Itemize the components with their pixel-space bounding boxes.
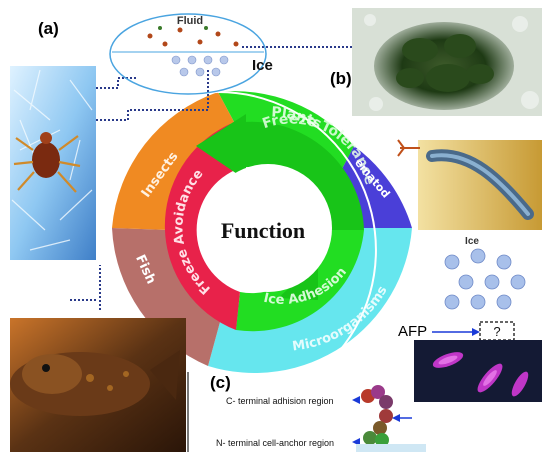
bacteria-photo [414,340,542,402]
center-title: Function [221,218,305,243]
dotted-connectors [70,46,352,310]
nematode-photo [418,140,542,230]
ice-label-micro: Ice [465,236,479,247]
cell-membrane [356,444,426,452]
snowflake-icons [444,248,526,310]
outer-segment-fish [112,228,226,366]
ice-label-insect: Ice [252,57,273,74]
panel-label-b: (b) [330,69,352,88]
tick-insect-icon [13,132,81,193]
arrow-to-freeze-tolerance [196,114,246,180]
adhesin-protein-diagram: C- terminal adhision region N- terminal … [216,385,426,452]
insect-photo [10,66,96,260]
adhesin-chain [361,385,393,447]
n-terminal-label: N- terminal cell-anchor region [216,438,334,448]
ice-crystal-panel: Ice [444,236,526,310]
fluid-ice-inset: Fluid Ice [109,13,273,95]
afp-label: AFP [398,323,427,340]
inner-segment-freeze-avoidance [164,124,240,330]
c-terminal-label: C- terminal adhision region [226,396,334,406]
nematode-connector [397,139,420,157]
fluid-molecules [147,26,239,47]
afp-box [479,321,515,341]
afp-question: ? [493,324,500,339]
fish-photo [10,318,186,452]
plant-photo [352,8,542,116]
panel-label-a: (a) [38,19,59,38]
ice-crystals-small [171,55,229,77]
outer-segment-insects [112,92,248,230]
panel-label-c: (c) [210,373,231,392]
fluid-label: Fluid [177,15,203,27]
